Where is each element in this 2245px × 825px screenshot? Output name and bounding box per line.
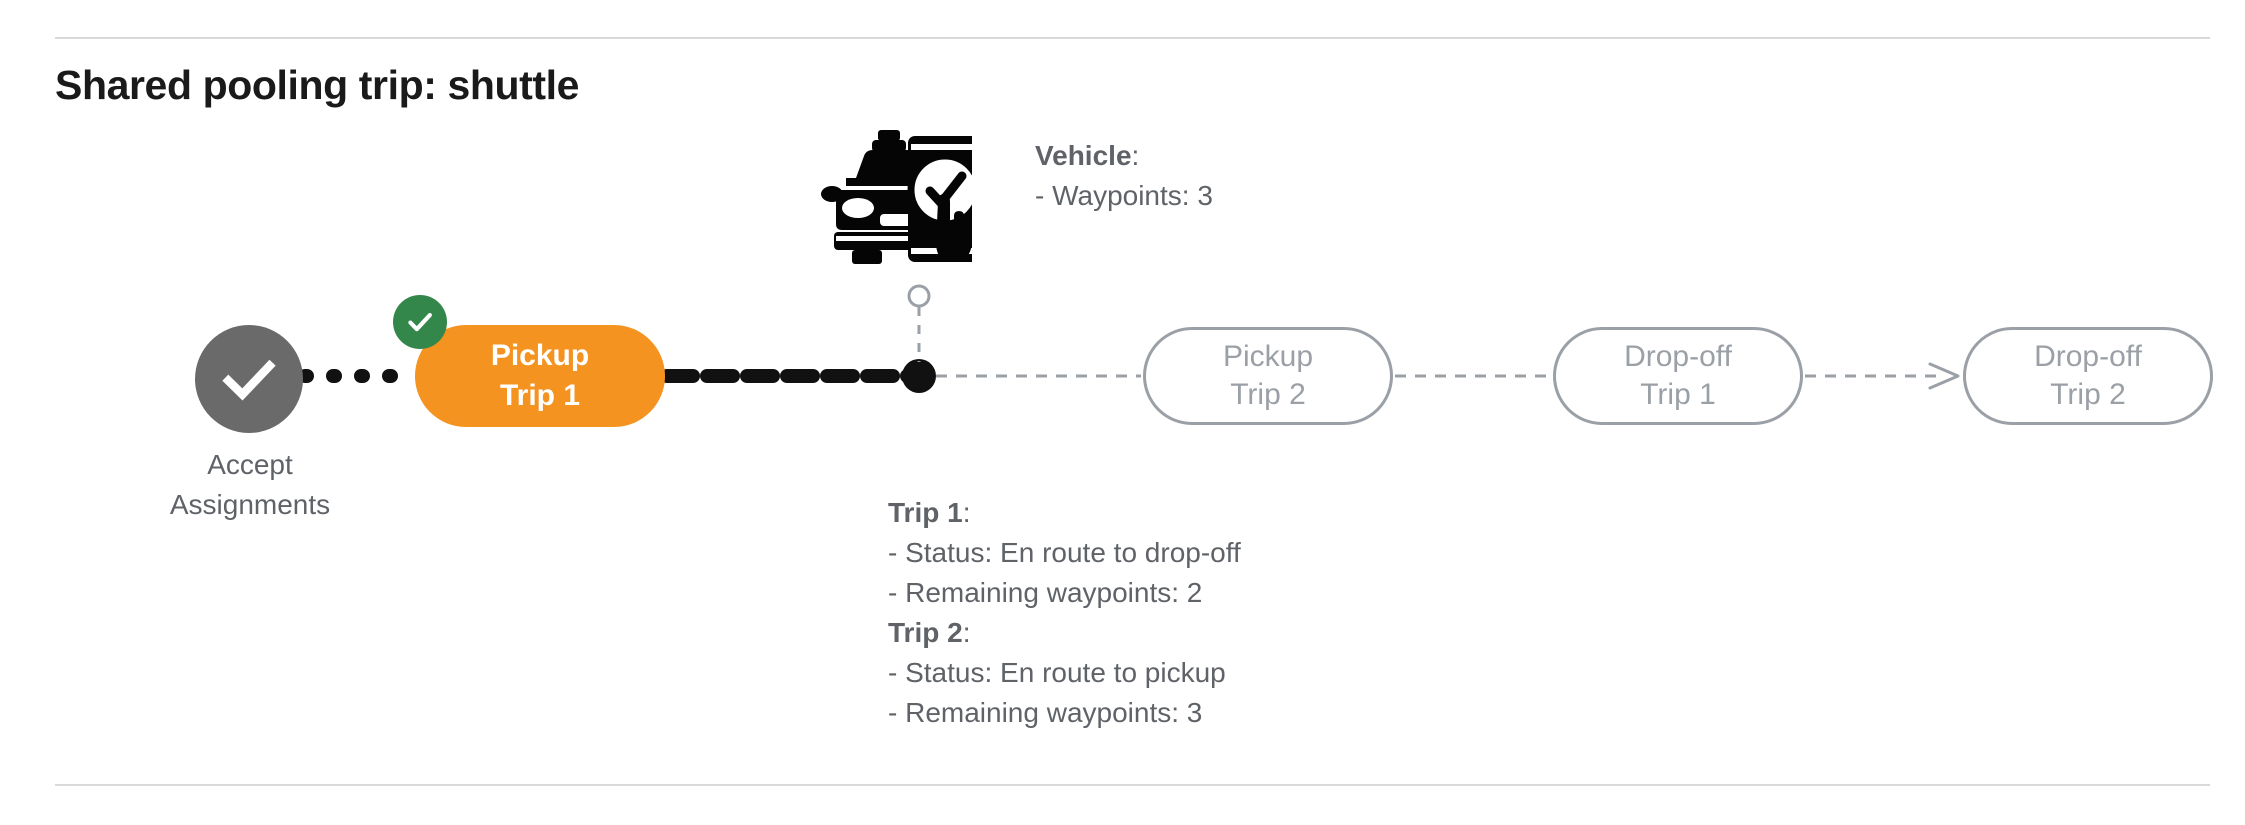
car-phone-check-icon — [812, 120, 983, 270]
trip2-heading-colon: : — [962, 617, 971, 648]
pickup-trip2-line2: Trip 2 — [1230, 378, 1306, 411]
trip2-status: - Status: En route to pickup — [888, 657, 1226, 688]
dropoff-trip1-line1: Drop-off — [1624, 340, 1732, 373]
pickup-trip1-line2: Trip 1 — [499, 379, 581, 412]
vehicle-waypoints: - Waypoints: 3 — [1035, 180, 1213, 211]
trip1-heading: Trip 1 — [888, 497, 963, 528]
dropoff-trip1-line2: Trip 1 — [1640, 378, 1716, 411]
trip1-heading-row: Trip 1: — [888, 493, 1241, 533]
pickup-trip2-line1: Pickup — [1222, 340, 1314, 373]
trip2-heading: Trip 2 — [888, 617, 963, 648]
trip2-heading-row: Trip 2: — [888, 613, 1241, 653]
arrowhead-icon — [1928, 362, 1960, 390]
timeline-step-pickup-trip1[interactable]: Pickup Trip 1 — [415, 325, 665, 427]
vehicle-heading: Vehicle — [1035, 140, 1132, 171]
timeline-step-dropoff-trip2[interactable]: Drop-off Trip 2 — [1963, 327, 2213, 425]
trip1-status: - Status: En route to drop-off — [888, 537, 1241, 568]
divider-top — [55, 37, 2210, 39]
dropoff-trip2-line1: Drop-off — [2034, 340, 2142, 373]
accept-label-line2: Assignments — [169, 489, 331, 520]
check-circle-icon — [195, 325, 303, 433]
trip2-waypoints: - Remaining waypoints: 3 — [888, 697, 1203, 728]
vehicle-heading-colon: : — [1131, 140, 1140, 171]
timeline-step-dropoff-trip1[interactable]: Drop-off Trip 1 — [1553, 327, 1803, 425]
trip1-waypoints: - Remaining waypoints: 2 — [888, 577, 1203, 608]
vehicle-position-dot — [902, 359, 936, 393]
check-badge-icon — [393, 295, 447, 349]
accept-assignments-label: Accept Assignments — [100, 445, 400, 525]
timeline-step-pickup-trip2[interactable]: Pickup Trip 2 — [1143, 327, 1393, 425]
dropoff-trip2-line2: Trip 2 — [2050, 378, 2126, 411]
trip-details-block: Trip 1: - Status: En route to drop-off -… — [888, 493, 1241, 733]
vehicle-heading-row: Vehicle: — [1035, 136, 1213, 176]
accept-label-line1: Accept — [207, 449, 293, 480]
pickup-trip1-line1: Pickup — [490, 339, 590, 372]
divider-bottom — [55, 784, 2210, 786]
page-title: Shared pooling trip: shuttle — [55, 62, 580, 108]
trip1-heading-colon: : — [962, 497, 971, 528]
vehicle-info-block: Vehicle: - Waypoints: 3 — [1035, 136, 1213, 216]
timeline-node-accept-assignments[interactable] — [195, 325, 303, 433]
vehicle-anchor-circle — [907, 284, 931, 308]
